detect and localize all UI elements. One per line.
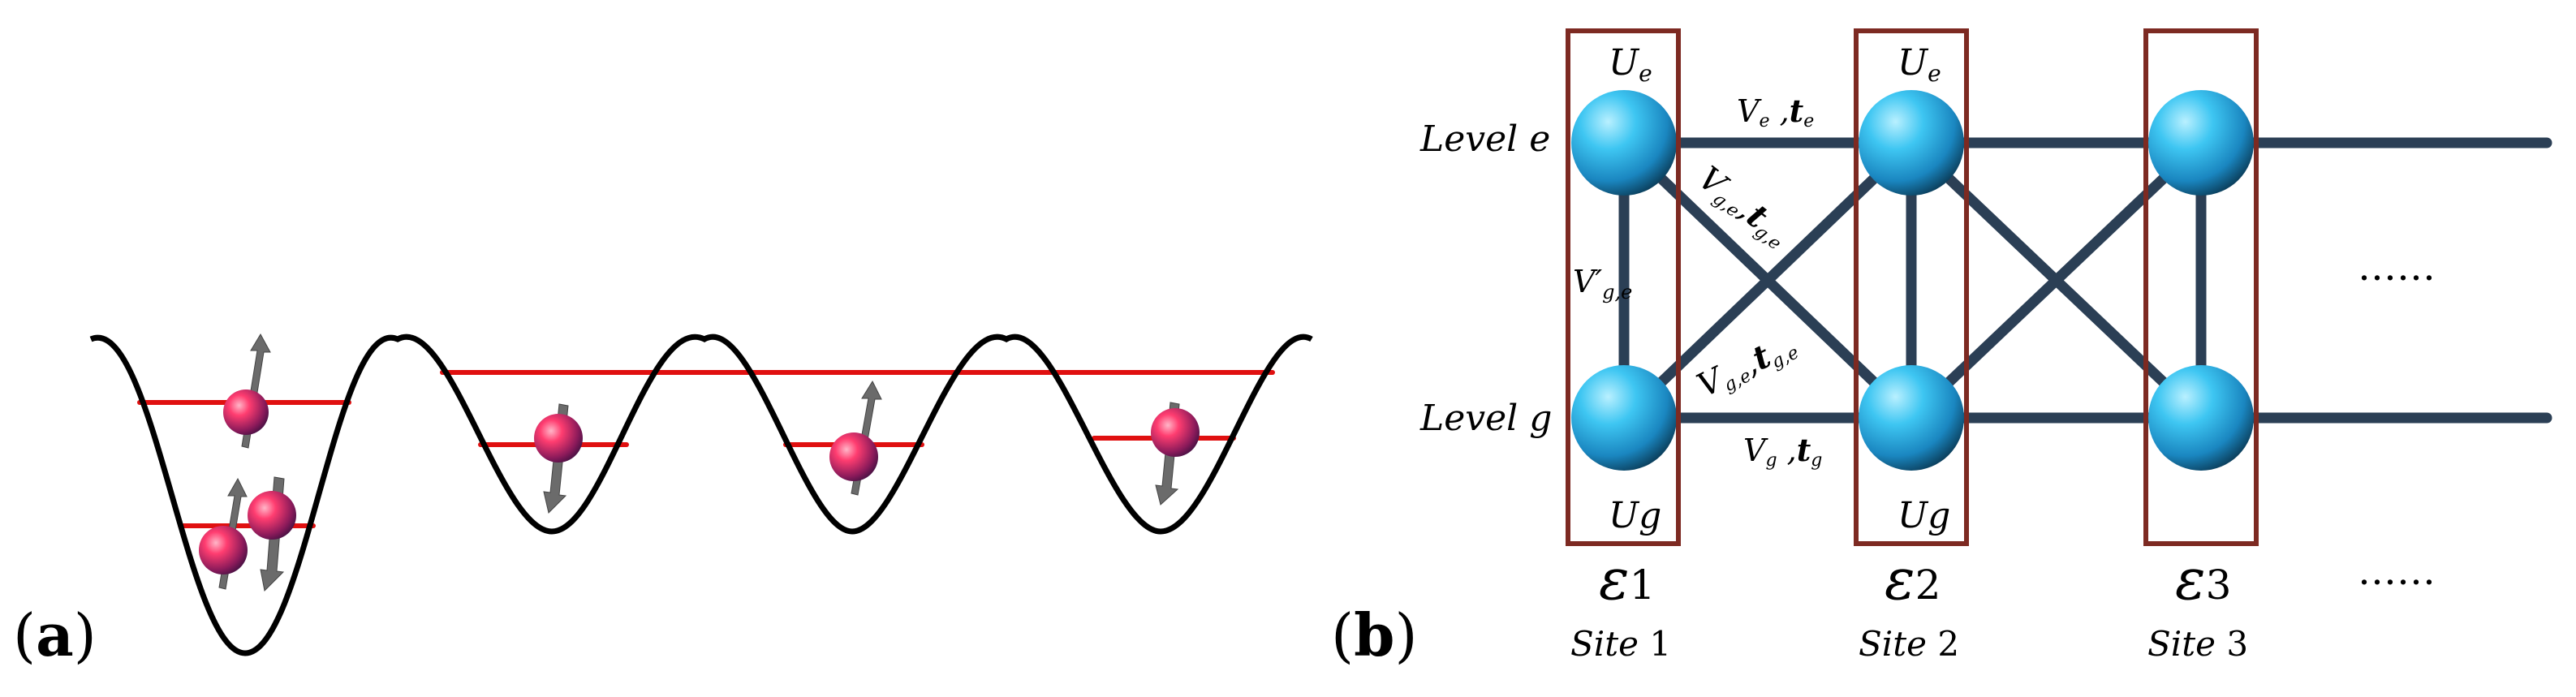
energy-levels — [137, 370, 1275, 528]
level-g-label: Level g — [1419, 398, 1552, 439]
epsilon-2-label: ε2 — [1885, 546, 1941, 613]
atom-spin-down — [1151, 402, 1200, 506]
site1-Ug-label: Ug — [1609, 495, 1661, 536]
site3-level-g-sphere — [2148, 365, 2254, 471]
site-1-label: Site 1 — [1570, 624, 1671, 664]
site3-level-e-sphere — [2148, 90, 2254, 196]
atom-spin-down — [248, 476, 296, 592]
Ve-te-label: Ve ,te — [1737, 93, 1814, 131]
sites — [1571, 90, 2254, 471]
epsilon-3-label: ε3 — [2175, 546, 2231, 613]
atom-spin-up — [223, 333, 271, 449]
Vg-tg-label: Vg ,tg — [1743, 432, 1822, 471]
level-e-label: Level e — [1419, 118, 1550, 160]
ellipsis-lower: …… — [2358, 549, 2436, 594]
site2-level-e-sphere — [1859, 90, 1964, 196]
panel-b: Level e Level g Ue Ue Ug Ug Ve ,te Vg ,t… — [1331, 28, 2552, 669]
Vge-tge-label-upper: Vg,e,tg,e — [1691, 159, 1797, 255]
epsilon-1-label: ε1 — [1599, 546, 1655, 613]
panel-a: (a) — [13, 333, 1313, 669]
lattice-potential-curve — [89, 333, 1313, 656]
atom-spin-up — [199, 477, 248, 590]
site2-level-g-sphere — [1859, 365, 1964, 471]
site2-Ug-label: Ug — [1898, 495, 1950, 536]
site-boxes — [1566, 28, 2259, 546]
atoms — [199, 333, 1200, 592]
site-3-label: Site 3 — [2147, 624, 2248, 664]
site1-level-e-sphere — [1571, 90, 1677, 196]
panel-a-label: (a) — [13, 600, 97, 669]
panel-b-label: (b) — [1331, 600, 1418, 669]
atom-spin-up — [829, 380, 882, 496]
bond-cross-1-2-up — [1618, 137, 1917, 424]
V-prime-label: V′g,e — [1573, 264, 1632, 303]
site1-Ue-label: Ue — [1609, 42, 1652, 87]
ellipsis-upper: …… — [2358, 244, 2436, 290]
site2-Ue-label: Ue — [1898, 42, 1941, 87]
site-2-label: Site 2 — [1859, 624, 1959, 664]
site1-box — [1566, 28, 1681, 546]
site2-box — [1854, 28, 1969, 546]
site3-box — [2143, 28, 2259, 546]
atom-spin-down — [534, 403, 583, 514]
site1-level-g-sphere — [1571, 365, 1677, 471]
bond-cross-2-3-up — [1906, 137, 2207, 424]
